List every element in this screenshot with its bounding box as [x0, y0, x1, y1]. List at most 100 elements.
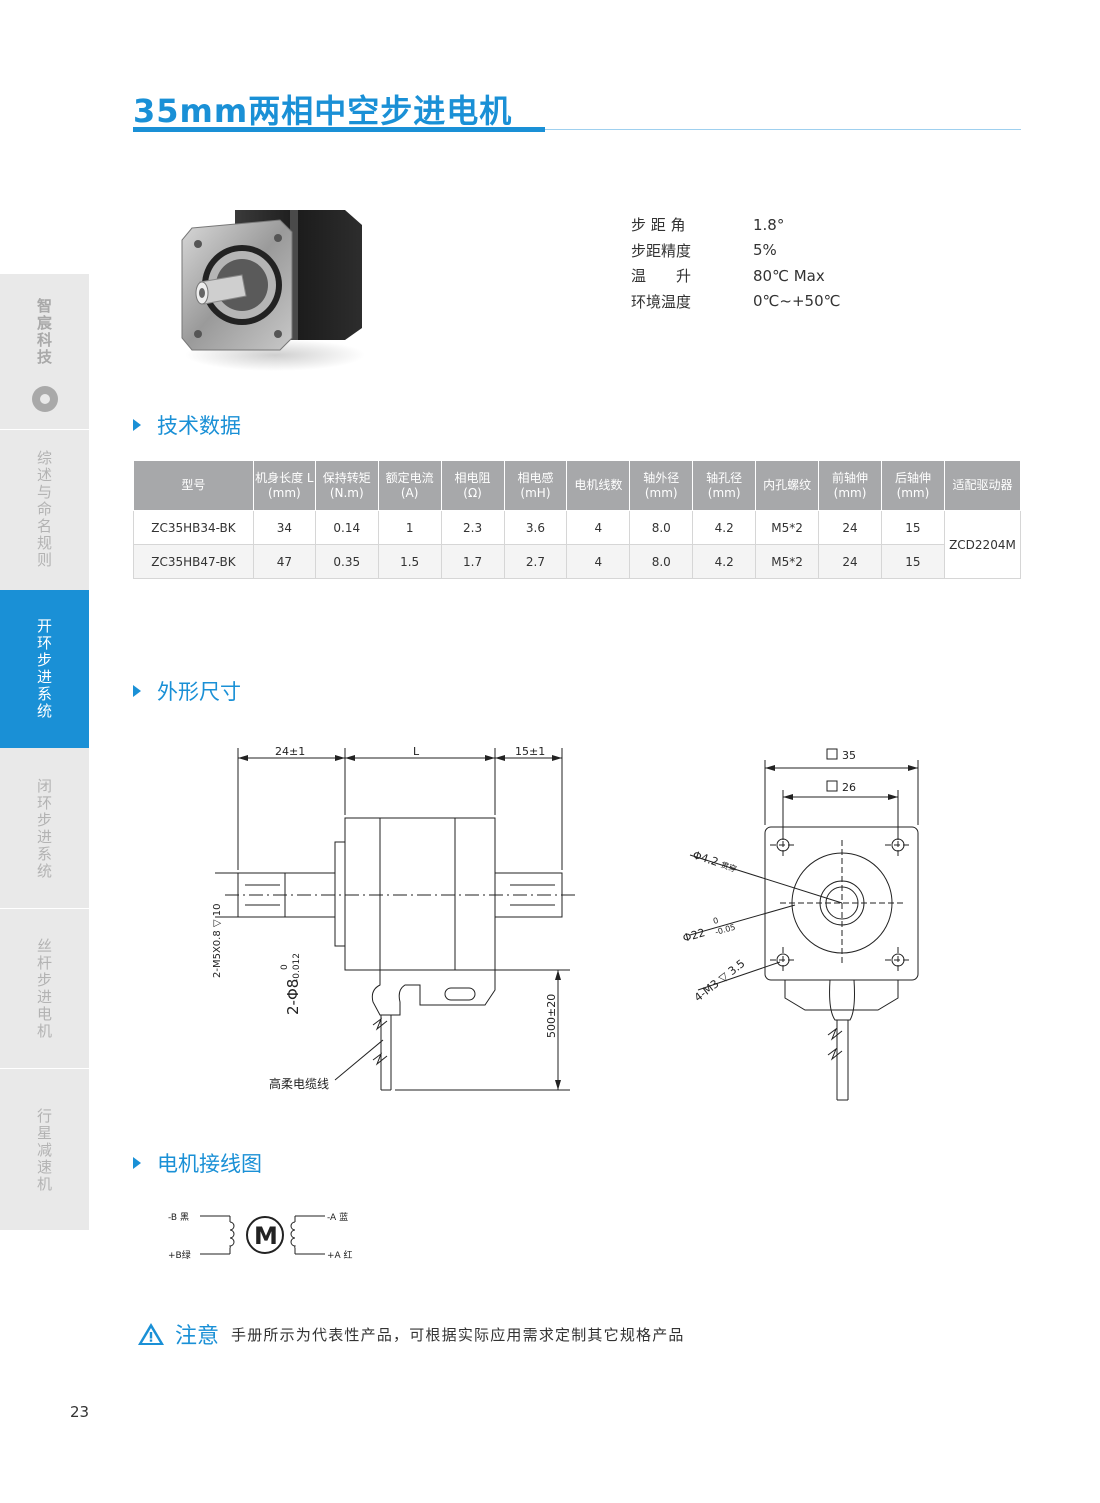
page-number: 23	[70, 1403, 90, 1421]
spec-row: 环境温度 0℃~+50℃	[631, 289, 840, 315]
sidebar-item-planetary[interactable]: 行星减速机	[0, 1070, 89, 1230]
dim-mount-thread: 4-M3 ▽ 3.5	[692, 957, 748, 1004]
triangle-marker-icon	[133, 685, 141, 697]
dim-inner-square: 26	[842, 781, 856, 794]
table-cell: 47	[252, 544, 316, 579]
table-cell: 4.2	[692, 544, 757, 579]
title-rule	[545, 129, 1021, 130]
table-cell: 1	[377, 510, 442, 545]
table-cell: M5*2	[755, 510, 820, 545]
table-cell: ZC35HB34-BK	[133, 510, 254, 545]
header-front-shaft: 前轴伸(mm)	[818, 460, 882, 511]
header-wires: 电机线数	[566, 460, 631, 511]
table-cell: 1.5	[377, 544, 442, 579]
dim-front-shaft: 24±1	[275, 745, 305, 758]
sidebar-item-label: 开环步进系统	[35, 618, 53, 720]
notice-text: 手册所示为代表性产品，可根据实际应用需求定制其它规格产品	[231, 1325, 685, 1344]
table-cell: M5*2	[755, 544, 820, 579]
spec-label: 温 升	[631, 267, 692, 286]
title-underline	[133, 127, 545, 132]
table-cell: 0.35	[314, 544, 379, 579]
spec-label: 步 距 角	[631, 216, 686, 235]
dim-shaft-tol-lower: -0.012	[292, 953, 302, 982]
spec-value: 80℃ Max	[753, 266, 825, 285]
sidebar-item-open-loop[interactable]: 开环步进系统	[0, 590, 89, 748]
table-cell: 4	[566, 510, 631, 545]
header-model: 型号	[133, 460, 254, 511]
table-header-row: 型号 机身长度 L(mm) 保持转矩(N.m) 额定电流(A) 相电阻(Ω) 相…	[133, 460, 1022, 511]
side-view-drawing: 24±1 L 15±1 2-M5X0.8 ▽ 10 2-Φ8 0 -0.012 …	[212, 745, 575, 1091]
sidebar-item-label: 闭环步进系统	[35, 778, 53, 880]
spec-value: 1.8°	[753, 215, 785, 234]
spec-row: 步距精度 5%	[631, 238, 840, 264]
table-cell: ZC35HB47-BK	[133, 544, 254, 579]
warning-triangle-icon	[138, 1323, 164, 1345]
sidebar-item-lead-screw[interactable]: 丝杆步进电机	[0, 910, 89, 1068]
dim-cable-length: 500±20	[545, 994, 558, 1038]
sidebar-divider	[0, 908, 89, 909]
table-cell: 2.3	[440, 510, 505, 545]
spec-table: 型号 机身长度 L(mm) 保持转矩(N.m) 额定电流(A) 相电阻(Ω) 相…	[133, 460, 1022, 579]
header-thread: 内孔螺纹	[755, 460, 820, 511]
table-cell: 8.0	[629, 544, 694, 579]
table-cell: 34	[252, 510, 316, 545]
spec-label: 步距精度	[631, 241, 692, 260]
dim-rear-shaft: 15±1	[515, 745, 545, 758]
section-title: 技术数据	[157, 414, 241, 438]
header-inductance: 相电感(mH)	[503, 460, 568, 511]
table-cell: 4	[566, 544, 631, 579]
header-driver: 适配驱动器	[943, 460, 1022, 511]
wire-a-plus: +A 红	[327, 1249, 353, 1261]
dim-outer-square: 35	[842, 749, 856, 762]
table-cell: 15	[880, 510, 945, 545]
header-shaft-od: 轴外径(mm)	[629, 460, 694, 511]
section-dimensions: 外形尺寸	[133, 676, 241, 706]
page-title: 35mm两相中空步进电机	[133, 92, 513, 130]
section-wiring: 电机接线图	[133, 1148, 262, 1178]
square-symbol-icon	[826, 748, 838, 760]
spec-row: 温 升 80℃ Max	[631, 263, 840, 289]
table-cell: 3.6	[503, 510, 568, 545]
wiring-diagram: -B 黑 +B绿 M -A 蓝 +A 红	[168, 1211, 353, 1261]
sidebar-item-overview[interactable]: 综述与命名规则	[0, 430, 89, 588]
sidebar-item-label: 行星减速机	[35, 1107, 53, 1193]
motor-photo	[181, 210, 365, 371]
dim-hole-dia: Φ4.2 贯穿	[691, 848, 738, 874]
header-current: 额定电流(A)	[377, 460, 442, 511]
wire-b-minus: -B 黑	[168, 1212, 189, 1223]
triangle-marker-icon	[133, 1157, 141, 1169]
front-view-drawing: 35 26 Φ4.2 贯穿 Φ22 0 -0.05 4-M3 ▽ 3.5	[681, 748, 919, 1101]
sidebar-divider	[0, 429, 89, 430]
spec-value: 0℃~+50℃	[753, 292, 841, 311]
notice: 注意 手册所示为代表性产品，可根据实际应用需求定制其它规格产品	[137, 1318, 685, 1350]
table-cell: 0.14	[314, 510, 379, 545]
wire-a-minus: -A 蓝	[327, 1211, 348, 1223]
table-cell: 24	[818, 510, 882, 545]
dim-thread: 2-M5X0.8 ▽ 10	[212, 903, 223, 978]
section-tech-data: 技术数据	[133, 410, 241, 440]
header-length: 机身长度 L(mm)	[252, 460, 316, 511]
table-row: ZC35HB34-BK 34 0.14 1 2.3 3.6 4 8.0 4.2 …	[133, 510, 1022, 579]
table-cell: 2.7	[503, 544, 568, 579]
brand-name: 智宸科技	[35, 297, 53, 366]
table-cell: 4.2	[692, 510, 757, 545]
square-symbol-icon	[826, 780, 838, 792]
table-cell: 24	[818, 544, 882, 579]
dim-boss-dia: Φ22	[681, 926, 706, 945]
cable-label: 高柔电缆线	[269, 1076, 329, 1091]
motor-symbol-icon: M	[254, 1222, 278, 1250]
notice-title: 注意	[175, 1324, 220, 1349]
section-title: 电机接线图	[157, 1152, 262, 1176]
sidebar-item-closed-loop[interactable]: 闭环步进系统	[0, 750, 89, 908]
header-torque: 保持转矩(N.m)	[314, 460, 379, 511]
sidebar-divider	[0, 1068, 89, 1069]
spec-label: 环境温度	[631, 292, 692, 311]
sidebar-item-label: 综述与命名规则	[35, 449, 53, 569]
spec-value: 5%	[753, 241, 777, 260]
header-shaft-id: 轴孔径(mm)	[692, 460, 757, 511]
brand-logo-icon	[31, 386, 58, 412]
header-rear-shaft: 后轴伸(mm)	[880, 460, 945, 511]
section-title: 外形尺寸	[157, 680, 241, 704]
triangle-marker-icon	[133, 419, 141, 431]
dim-boss-tol-upper: 0	[712, 916, 719, 926]
